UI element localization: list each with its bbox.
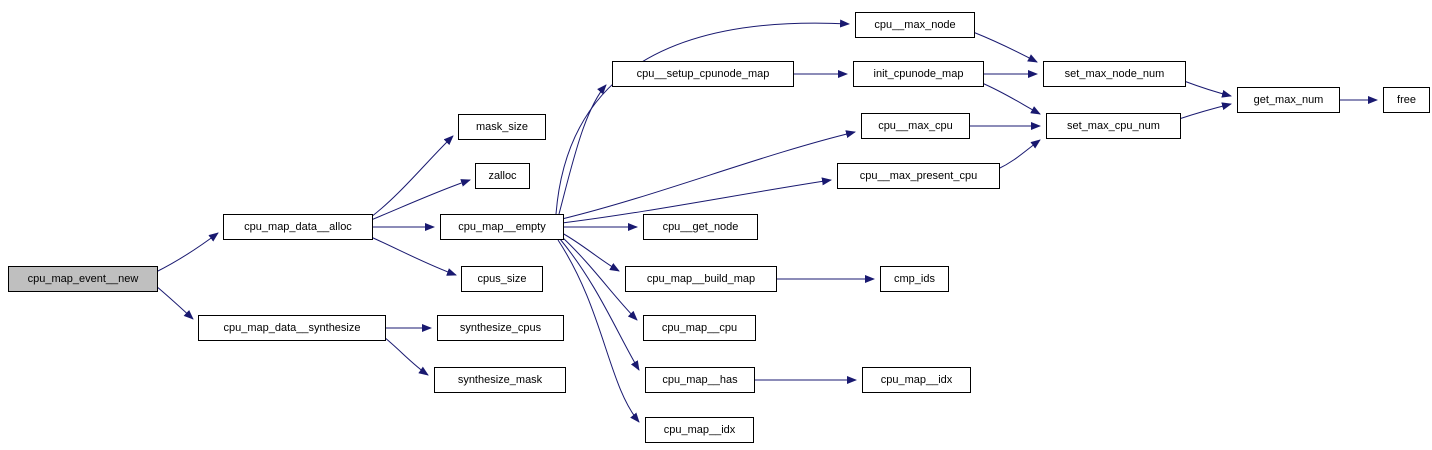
node-cpu-max-node[interactable]: cpu__max_node: [855, 12, 975, 38]
node-free[interactable]: free: [1383, 87, 1430, 113]
node-set-max-node-num[interactable]: set_max_node_num: [1043, 61, 1186, 87]
node-cpus-size[interactable]: cpus_size: [461, 266, 543, 292]
node-cpu-map-empty[interactable]: cpu_map__empty: [440, 214, 564, 240]
edge-empty-to-setup-cpunode-map: [558, 84, 607, 215]
edge-empty-to-max-node: [555, 19, 850, 215]
node-cpu-map-event-new[interactable]: cpu_map_event__new: [8, 266, 158, 292]
edge-empty-to-build-map: [561, 232, 620, 272]
node-zalloc[interactable]: zalloc: [475, 163, 530, 189]
node-init-cpunode-map[interactable]: init_cpunode_map: [853, 61, 984, 87]
edge-set-cpu-num-to-get-max-num: [1178, 102, 1232, 120]
edge-max-node-to-set-max-node-num: [972, 31, 1038, 63]
edge-empty-to-max-cpu: [561, 130, 856, 220]
edge-event-new-to-data-alloc: [155, 232, 219, 273]
edge-empty-to-map-idx: [557, 239, 640, 423]
edge-synthesize-to-synthesize-mask: [383, 336, 429, 376]
node-cpu-map-has[interactable]: cpu_map__has: [645, 367, 755, 393]
node-cpu-map-idx[interactable]: cpu_map__idx: [862, 367, 971, 393]
node-cpu-max-cpu[interactable]: cpu__max_cpu: [861, 113, 970, 139]
edge-data-alloc-to-cpus-size: [370, 236, 457, 276]
node-get-max-num[interactable]: get_max_num: [1237, 87, 1340, 113]
edge-event-new-to-data-synthesize: [155, 285, 194, 320]
edge-data-alloc-to-mask-size: [370, 135, 454, 218]
node-set-max-cpu-num[interactable]: set_max_cpu_num: [1046, 113, 1181, 139]
edge-empty-to-map-has: [559, 238, 640, 371]
node-synthesize-mask[interactable]: synthesize_mask: [434, 367, 566, 393]
node-cpu-max-present-cpu[interactable]: cpu__max_present_cpu: [837, 163, 1000, 189]
edge-data-alloc-to-zalloc: [370, 179, 471, 221]
edge-empty-to-max-present-cpu: [561, 177, 832, 224]
node-cpu-setup-cpunode-map[interactable]: cpu__setup_cpunode_map: [612, 61, 794, 87]
node-cpu-map-idx-2[interactable]: cpu_map__idx: [645, 417, 754, 443]
node-cpu-map-data-alloc[interactable]: cpu_map_data__alloc: [223, 214, 373, 240]
node-cpu-map-build-map[interactable]: cpu_map__build_map: [625, 266, 777, 292]
node-cpu-map-data-synthesize[interactable]: cpu_map_data__synthesize: [198, 315, 386, 341]
node-cpu-map-cpu[interactable]: cpu_map__cpu: [643, 315, 756, 341]
node-synthesize-cpus[interactable]: synthesize_cpus: [437, 315, 564, 341]
edge-init-to-set-max-cpu-num: [981, 82, 1041, 115]
edge-set-node-num-to-get-max-num: [1183, 80, 1232, 98]
edge-present-cpu-to-set-max-cpu-num: [997, 139, 1041, 170]
node-mask-size[interactable]: mask_size: [458, 114, 546, 140]
node-cpu-get-node[interactable]: cpu__get_node: [643, 214, 758, 240]
edge-empty-to-map-cpu: [561, 236, 638, 321]
node-cmp-ids[interactable]: cmp_ids: [880, 266, 949, 292]
